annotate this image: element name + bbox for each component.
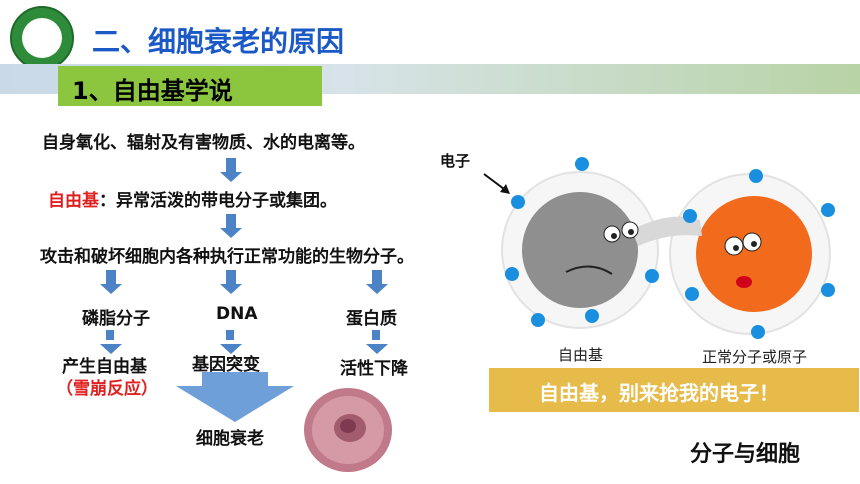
source-credit: 分子与细胞 [690, 442, 801, 467]
free-radical-term: 自由基 [48, 191, 99, 211]
result-activity-decrease: 活性下降 [340, 359, 408, 379]
big-down-arrow-icon [176, 372, 294, 422]
free-radical-definition: ：异常活泼的带电分子或集团。 [99, 191, 337, 211]
down-arrow-icon [366, 270, 388, 294]
outcome-cell-aging: 细胞衰老 [196, 429, 264, 449]
aging-cell-image [304, 388, 392, 472]
flow-line-2: 自由基：异常活泼的带电分子或集团。 [48, 186, 337, 211]
down-arrow-icon [220, 214, 242, 238]
electron-label: 电子 [440, 152, 471, 170]
down-arrow-icon [366, 330, 388, 354]
avalanche-note: （雪崩反应） [56, 379, 158, 399]
flow-line-1: 自身氧化、辐射及有害物质、水的电离等。 [42, 133, 365, 153]
target-protein: 蛋白质 [346, 309, 397, 329]
down-arrow-icon [100, 270, 122, 294]
page-title: 二、细胞衰老的原因 [92, 25, 345, 58]
down-arrow-icon [220, 330, 242, 354]
down-arrow-icon [100, 330, 122, 354]
slogan-banner: 自由基，别来抢我的电子！ [489, 368, 859, 412]
target-dna: DNA [216, 304, 258, 324]
slogan-text: 自由基，别来抢我的电子！ [539, 381, 779, 405]
normal-molecule-caption: 正常分子或原子 [702, 348, 808, 366]
free-radical-caption: 自由基 [558, 346, 604, 364]
school-logo [10, 6, 74, 70]
flow-line-3: 攻击和破坏细胞内各种执行正常功能的生物分子。 [40, 247, 414, 267]
subheading: 1、自由基学说 [72, 77, 233, 105]
target-phospholipid: 磷脂分子 [82, 309, 150, 329]
free-radical-illustration [483, 157, 835, 339]
result-produce-free-radicals: 产生自由基 [62, 357, 147, 377]
result-gene-mutation: 基因突变 [192, 355, 260, 375]
down-arrow-icon [220, 270, 242, 294]
down-arrow-icon [220, 158, 242, 182]
subheading-box: 1、自由基学说 [58, 66, 322, 106]
